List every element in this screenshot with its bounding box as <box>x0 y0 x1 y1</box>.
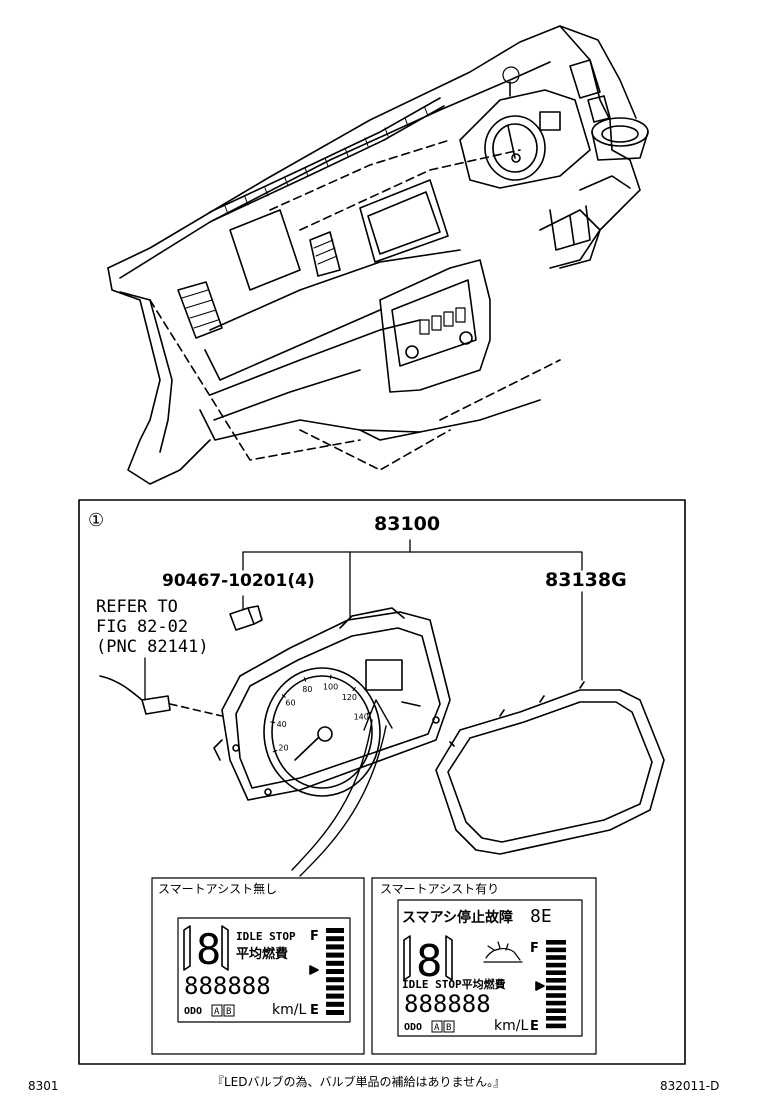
wire-connector-part <box>99 675 223 717</box>
gauge-tick <box>366 711 372 714</box>
meter-cluster-assembly <box>213 607 451 801</box>
fuel-bar-segment <box>326 993 344 999</box>
fuel-bar-segment <box>546 1023 566 1029</box>
gauge-tick <box>281 694 286 698</box>
fuel-bar-segment <box>546 985 566 991</box>
meter-lens-part <box>435 681 665 855</box>
gauge-tick <box>352 687 356 692</box>
fuel-bar-segment <box>326 969 344 974</box>
gauge-label: 100 <box>323 683 338 692</box>
trip-a-1: A <box>214 1007 220 1017</box>
footer-note: 『LEDバルブの為、バルブ単品の補給はありません。』 <box>212 1074 505 1089</box>
fuel-bar-segment <box>546 955 566 960</box>
refer-line-3: (PNC 82141) <box>96 637 209 657</box>
unit-label-1: km/L <box>272 1002 306 1018</box>
gauge-tick <box>329 674 332 680</box>
assist-seg-2: 8E <box>530 906 552 927</box>
fuel-bar-segment <box>326 952 344 958</box>
gauge-label: 120 <box>342 693 357 702</box>
gauge-label: 20 <box>278 744 288 753</box>
part-number-assembly: 83100 <box>374 513 440 535</box>
odo-label-2: ODO <box>404 1022 422 1033</box>
refer-line-1: REFER TO <box>96 597 178 617</box>
fuel-full-2: F <box>530 941 539 956</box>
odo-label-1: ODO <box>184 1006 202 1017</box>
fuel-bar-segment <box>546 1016 566 1021</box>
fuel-bar-segment <box>546 993 566 998</box>
fuel-bar-segment <box>326 1001 344 1007</box>
gauge-label: 80 <box>302 685 312 694</box>
lcd-panel-frame-2 <box>371 877 597 1055</box>
part-number-screw: 90467-10201(4) <box>162 571 315 591</box>
smart-assist-car-icon <box>483 941 523 963</box>
trip-b-1: B <box>226 1007 231 1017</box>
gauge-tick-marks <box>270 674 372 753</box>
detail-frame <box>78 499 686 1065</box>
gauge-tick <box>303 677 307 682</box>
gauge-label: 60 <box>285 698 295 707</box>
fuel-empty-2: E <box>530 1019 539 1034</box>
trip-b-2: B <box>446 1023 451 1033</box>
gear-digit-2: 8 <box>416 936 443 987</box>
fuel-bar-segment <box>546 1008 566 1013</box>
fuel-bar-segment <box>546 970 566 975</box>
callout-circle <box>502 66 520 84</box>
unit-label-2: km/L <box>494 1018 528 1034</box>
dashboard-illustration <box>107 25 649 485</box>
lcd-caption-2: スマートアシスト有り <box>380 882 499 896</box>
screw-clip-part <box>229 605 263 631</box>
illustration-code: 832011-D <box>660 1079 719 1093</box>
callout-marker: ① <box>88 510 104 531</box>
fuel-bar-segment <box>326 977 344 983</box>
gauge-tick <box>270 721 276 724</box>
refer-line-2: FIG 82-02 <box>96 617 188 637</box>
lcd-caption-1: スマートアシスト無し <box>158 881 277 896</box>
fuel-bar-segment <box>546 978 566 983</box>
fuel-bar-segment <box>326 944 344 950</box>
fuel-bar-segment <box>546 947 566 953</box>
fuel-bar-segment <box>326 936 344 942</box>
gear-digit-1: 8 <box>196 925 221 974</box>
fuel-bar-segment <box>546 940 566 945</box>
fuel-bar-segment <box>546 962 566 968</box>
idle-stop-label-2: IDLE STOP平均燃費 <box>402 977 506 991</box>
idle-stop-label-1: IDLE STOP <box>236 930 296 943</box>
fuel-bar-segment <box>326 985 344 991</box>
gauge-label: 140 <box>354 712 369 721</box>
odo-digits-2: 888888 <box>404 990 491 1018</box>
gauge-label: 40 <box>277 720 287 729</box>
lcd-panel-frame-1 <box>151 877 365 1055</box>
fuel-bar-segment <box>326 928 344 933</box>
fuel-full-1: F <box>310 929 319 944</box>
odo-digits-1: 888888 <box>184 972 271 1000</box>
fuel-bar-segment <box>546 1000 566 1006</box>
gear-digit-panel-2 <box>403 935 453 981</box>
fuel-empty-1: E <box>310 1003 319 1018</box>
avg-fuel-label-1: 平均燃費 <box>236 946 288 962</box>
trip-a-2: A <box>434 1023 440 1033</box>
gear-digit-panel-1 <box>183 925 229 971</box>
fuel-bar-segment <box>326 1010 344 1015</box>
figure-number: 8301 <box>28 1079 59 1093</box>
fuel-bar-segment <box>326 960 344 966</box>
assist-header-2: スマアシ停止故障 <box>402 909 513 926</box>
part-number-lens: 83138G <box>545 569 627 591</box>
gauge-tick <box>272 750 278 753</box>
